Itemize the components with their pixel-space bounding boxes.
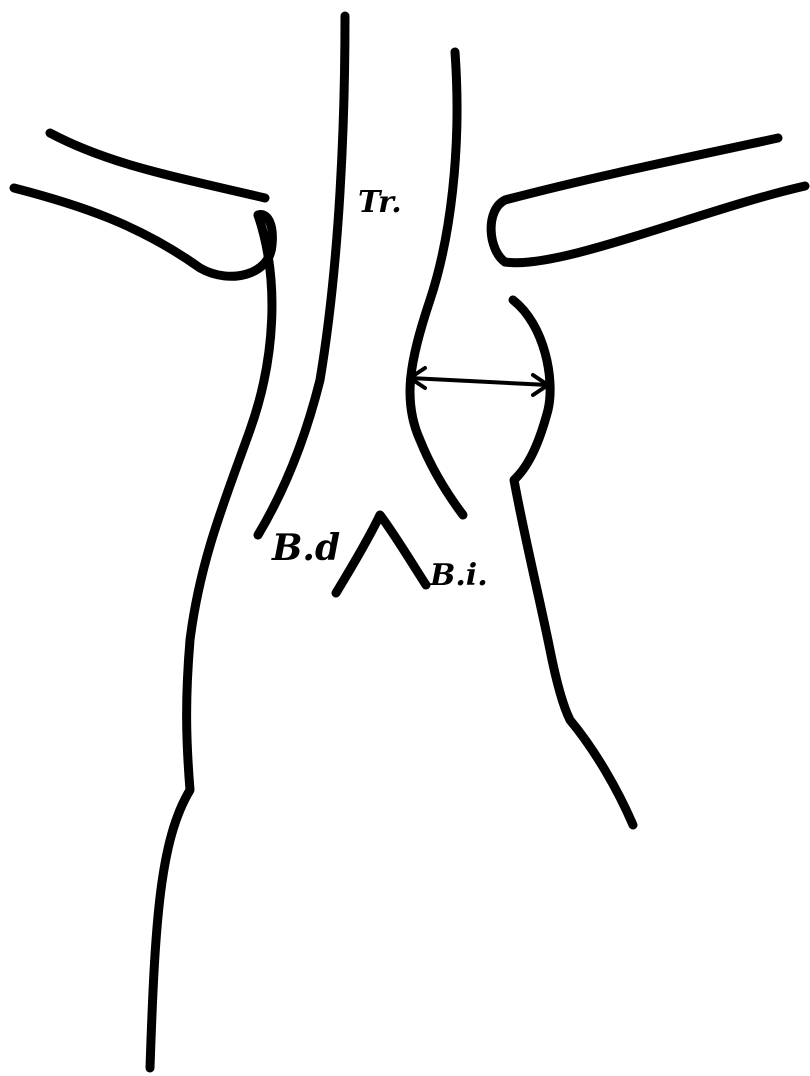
label-trachea: Tr. bbox=[358, 185, 402, 220]
label-right-bronchus: B.d bbox=[271, 527, 340, 569]
right-upper-band-top bbox=[491, 138, 778, 262]
outer-left-contour bbox=[150, 215, 272, 1068]
carina bbox=[336, 515, 426, 593]
trachea-right-wall bbox=[410, 52, 463, 515]
left-upper-band-bottom bbox=[14, 188, 272, 276]
left-upper-band-top bbox=[50, 133, 265, 198]
right-upper-band-bottom bbox=[505, 186, 805, 263]
label-left-bronchus: B.i. bbox=[429, 558, 488, 593]
outer-right-contour bbox=[513, 300, 633, 825]
measurement-arrow-line bbox=[410, 378, 548, 385]
